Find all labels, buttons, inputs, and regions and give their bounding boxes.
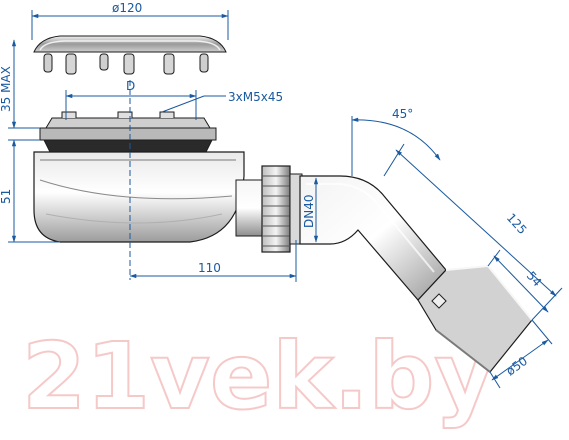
watermark-text: 21vek.by [22, 323, 494, 430]
dim-outlet-diameter: ø50 [504, 354, 531, 379]
dim-pipe-length: 125 [504, 211, 530, 237]
dim-height-max: 35 MAX [0, 66, 13, 112]
dim-angle: 45° [392, 107, 413, 121]
dim-screws: 3xM5x45 [228, 90, 283, 104]
drain-body [33, 111, 267, 243]
dim-offset: 110 [198, 261, 221, 275]
dim-center-mark: D [126, 79, 135, 93]
dim-cap-diameter: ø120 [112, 1, 142, 15]
drain-cap [33, 35, 227, 75]
dim-dn: DN40 [302, 195, 316, 229]
dim-sleeve-length: 54 [524, 269, 545, 290]
pipe-nut [261, 165, 303, 253]
dimension-lines [8, 10, 563, 389]
dim-body-height: 51 [0, 189, 13, 204]
